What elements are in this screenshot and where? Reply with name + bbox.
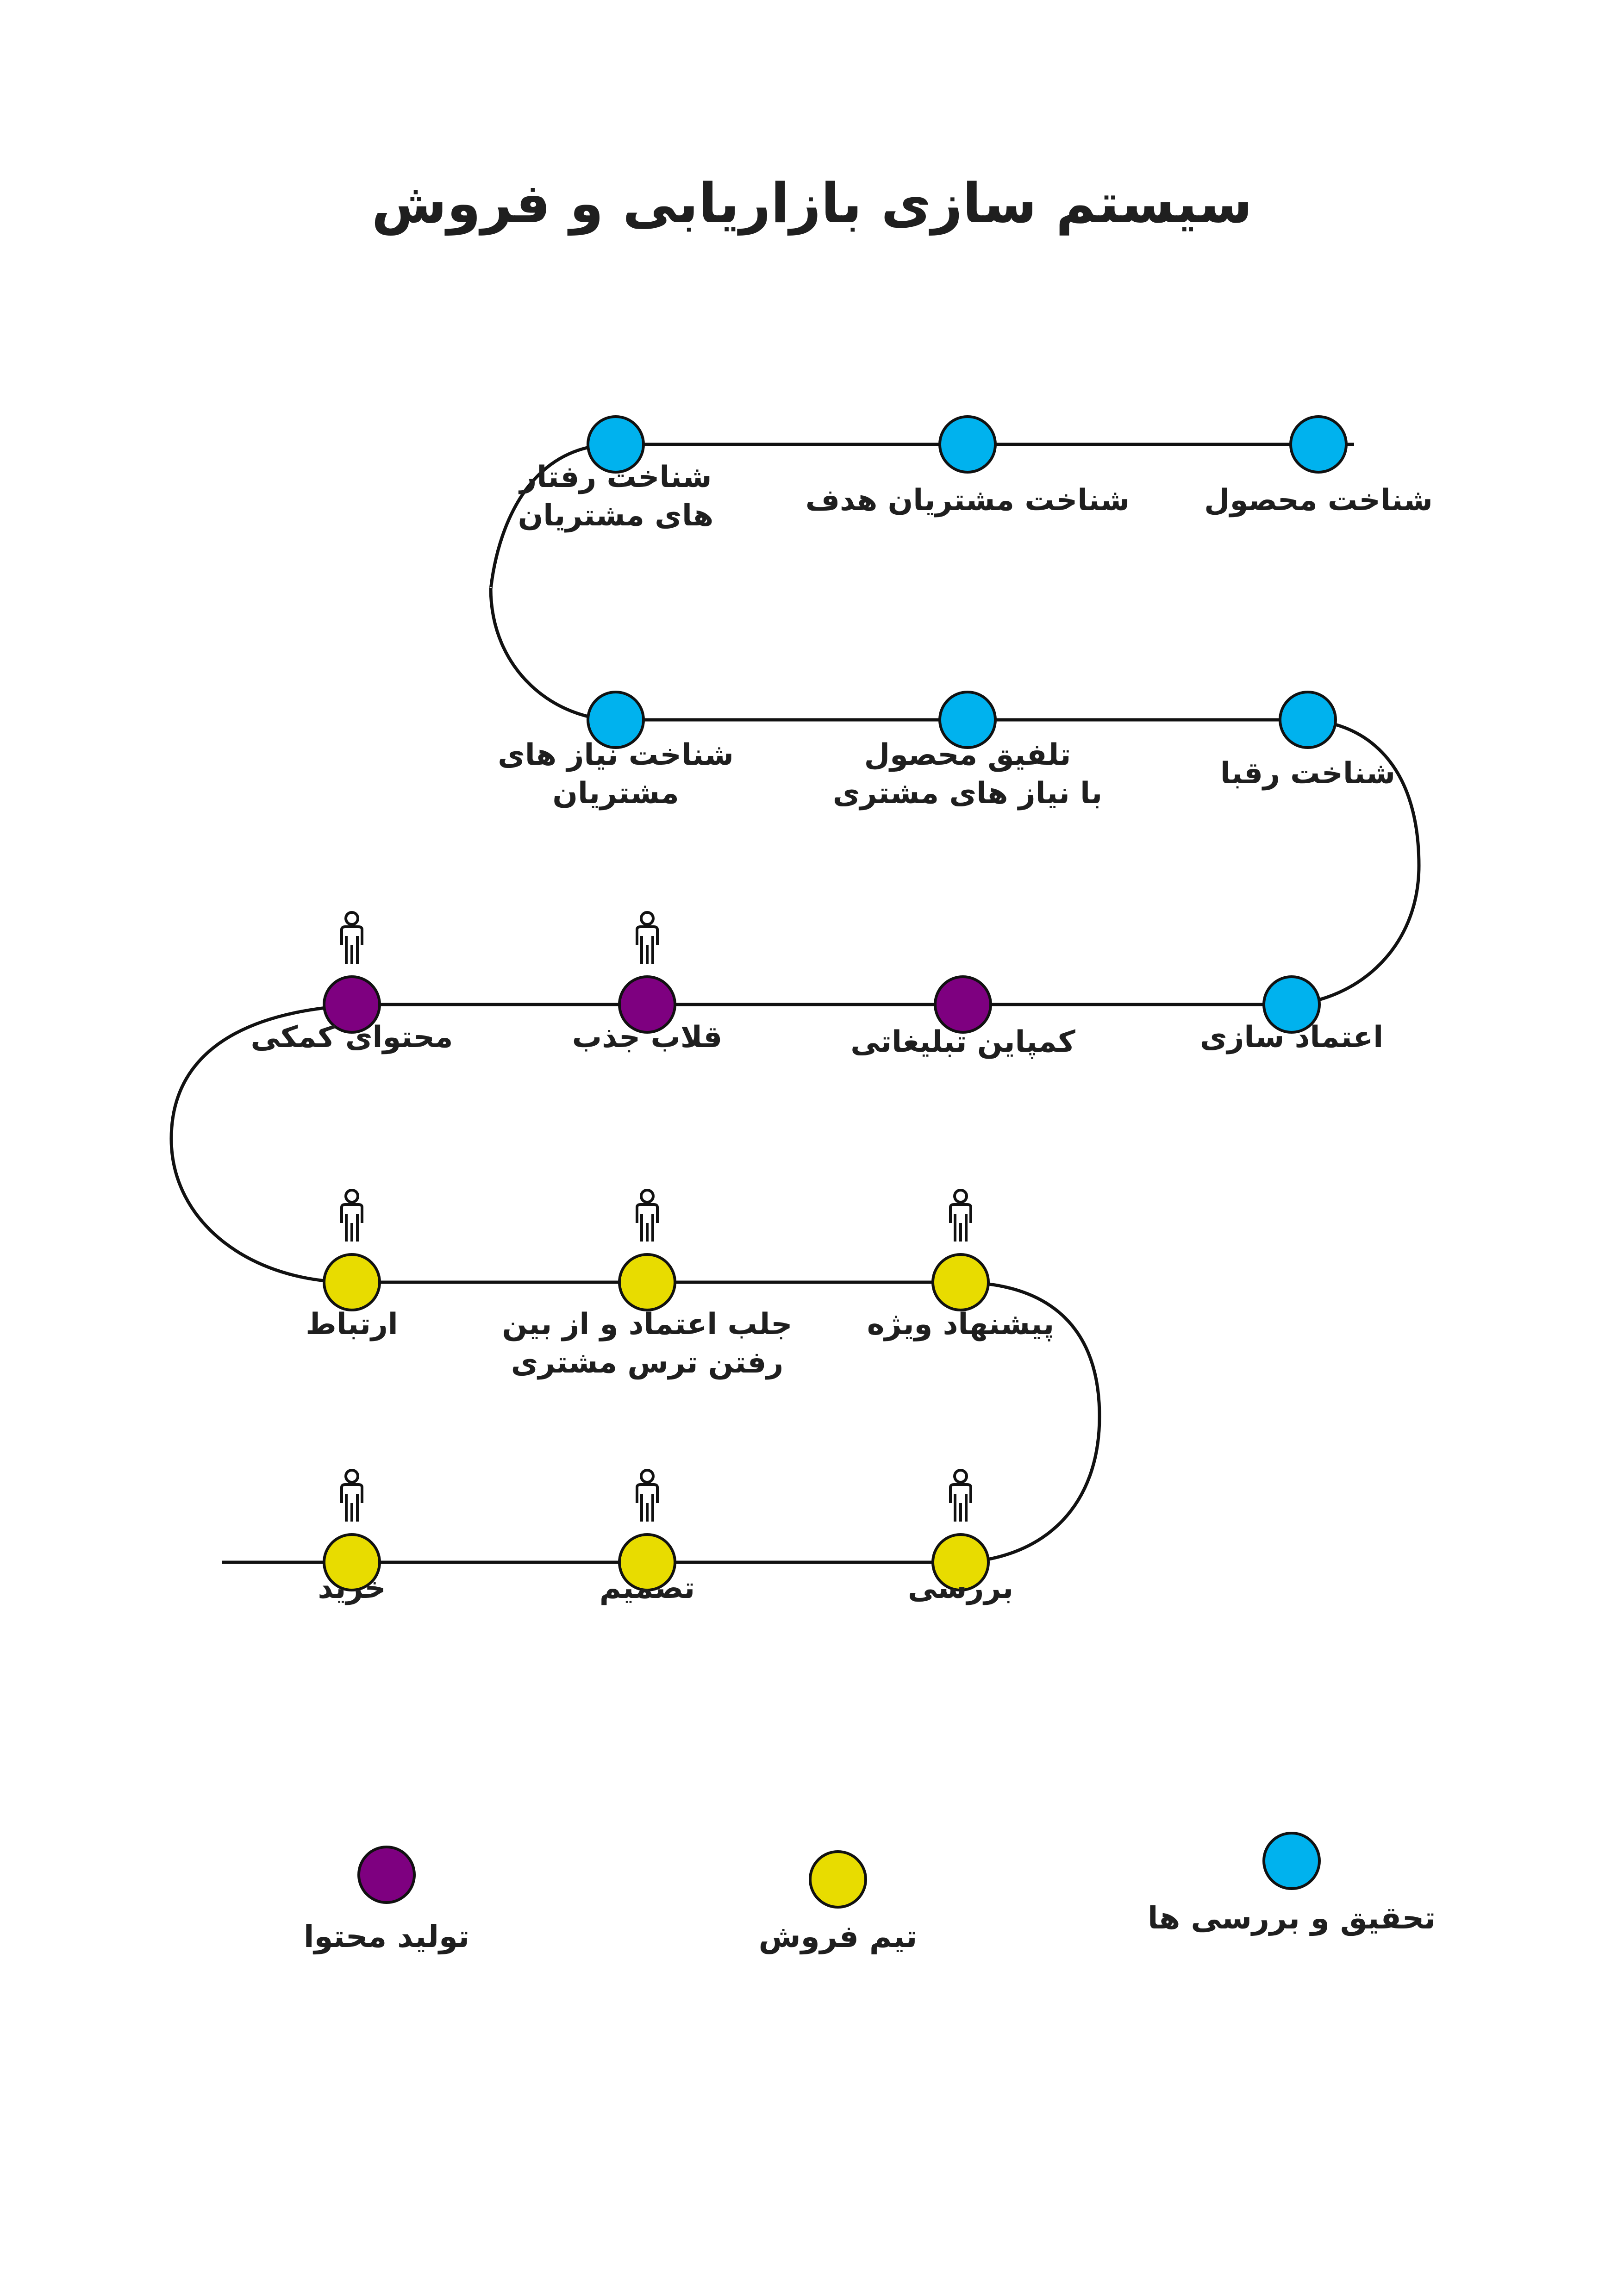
person-icon <box>949 1469 972 1522</box>
step-node-sales <box>931 1533 990 1591</box>
step-node-research <box>587 691 645 749</box>
step-node-research <box>587 415 645 474</box>
step-node-research <box>1279 691 1337 749</box>
step-node-sales <box>931 1253 990 1311</box>
step-label: شناخت مشتریان هدف <box>805 483 1130 518</box>
step-label: محتوای کمکی <box>250 1020 453 1054</box>
step-node-research <box>1262 975 1321 1034</box>
step-label: قلاب جذب <box>572 1020 723 1054</box>
step-label: پیشنهاد ویژه <box>867 1307 1055 1341</box>
person-icon <box>340 911 363 964</box>
step-node-research <box>938 691 997 749</box>
step-node-sales <box>323 1533 381 1591</box>
step-node-content <box>323 975 381 1034</box>
legend-label-content: تولید محتوا <box>303 1919 470 1954</box>
person-icon <box>636 1469 659 1522</box>
step-label: تصمیم <box>599 1571 695 1605</box>
legend-label-research: تحقیق و بررسی ها <box>1147 1900 1436 1936</box>
legend-label-sales: تیم فروش <box>758 1919 918 1954</box>
step-label: شناخت محصول <box>1204 483 1433 518</box>
step-label: اعتماد سازی <box>1199 1020 1384 1054</box>
step-label: بررسی <box>907 1571 1014 1605</box>
step-label: خرید <box>318 1571 386 1605</box>
step-label: کمپاین تبلیغاتی <box>850 1025 1075 1059</box>
person-icon <box>949 1189 972 1242</box>
person-icon <box>340 1469 363 1522</box>
legend-swatch-sales <box>809 1850 867 1909</box>
person-icon <box>636 1189 659 1242</box>
legend-swatch-content <box>357 1846 416 1904</box>
person-icon <box>636 911 659 964</box>
step-node-research <box>1289 415 1348 474</box>
page-title: سیستم سازی بازاریابی و فروش <box>371 171 1253 235</box>
step-node-research <box>938 415 997 474</box>
step-node-sales <box>323 1253 381 1311</box>
step-node-sales <box>618 1253 676 1311</box>
step-label: شناخت رقبا <box>1220 756 1396 791</box>
person-icon <box>340 1189 363 1242</box>
step-node-sales <box>618 1533 676 1591</box>
step-label: ارتباط <box>306 1307 398 1341</box>
step-node-content <box>934 975 992 1034</box>
legend-swatch-research <box>1262 1832 1321 1890</box>
step-node-content <box>618 975 676 1034</box>
